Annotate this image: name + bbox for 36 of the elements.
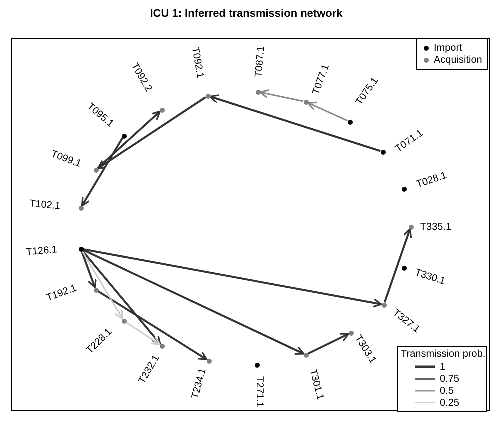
case-label: T301.1	[307, 368, 325, 402]
legend-label: Import	[434, 42, 462, 54]
transmission-arrow	[308, 333, 350, 355]
transmission-arrow	[126, 322, 161, 346]
case-label: T102.1	[29, 200, 61, 212]
case-label: T099.1	[50, 150, 82, 170]
transmission-arrow	[210, 94, 381, 152]
transmission-arrow	[307, 102, 348, 122]
transmission-arrow	[260, 89, 304, 102]
transmission-arrow	[97, 110, 161, 170]
transmission-arrow	[82, 249, 305, 355]
transmission-arrow	[97, 96, 206, 170]
case-label: T087.1	[254, 46, 268, 78]
transmission-arrow	[80, 251, 97, 288]
case-label: T335.1	[420, 223, 452, 233]
transmission-arrow	[98, 290, 208, 361]
case-label: T330.1	[414, 268, 446, 288]
case-label: T028.1	[416, 171, 448, 191]
chart-title: ICU 1: Inferred transmission network	[149, 8, 344, 20]
case-label: T126.1	[26, 246, 58, 258]
legend-title: Transmission prob.	[401, 349, 483, 360]
legend-label: 0.75	[440, 374, 460, 384]
legend-label: 1	[440, 362, 446, 372]
case-label: T092.1	[189, 46, 205, 80]
transmission-arrow	[81, 138, 124, 207]
transmission-arrow	[82, 250, 124, 320]
legend-label: Acquisition	[434, 54, 482, 66]
transmission-arrow	[82, 250, 162, 345]
case-label: T234.1	[191, 368, 209, 400]
case-label: T271.1	[254, 376, 264, 408]
case-label: T077.1	[312, 64, 332, 96]
transmission-arrow	[384, 228, 412, 303]
legend-label: 0.25	[440, 398, 460, 408]
transmission-arrow	[83, 248, 382, 308]
legend-label: 0.5	[440, 386, 454, 396]
case-label: T192.1	[46, 284, 78, 304]
